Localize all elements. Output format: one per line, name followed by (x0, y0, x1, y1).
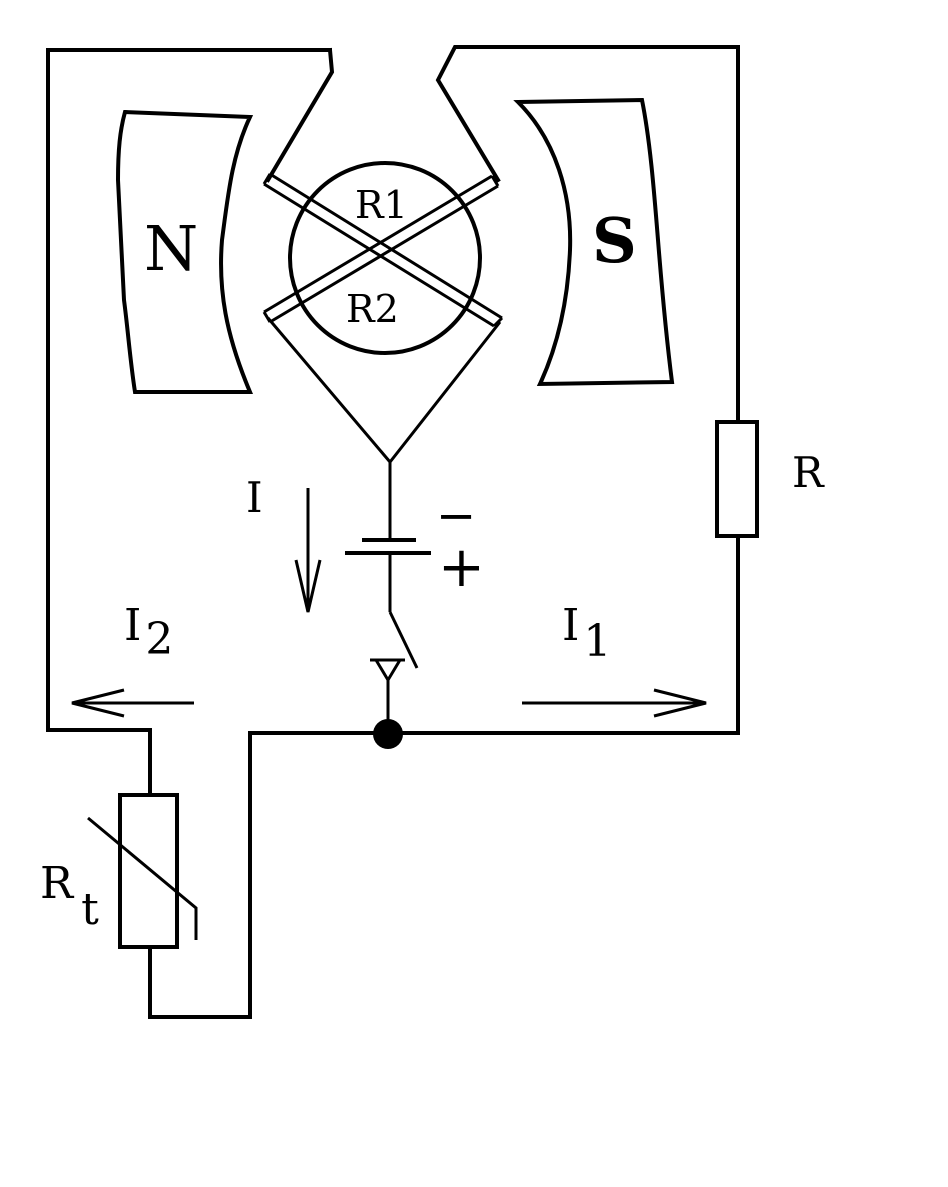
frame-r2-label: R2 (346, 287, 399, 331)
current-i-label: I (246, 473, 263, 522)
right-pole-wire (435, 45, 740, 424)
left-outer-wire (46, 48, 332, 797)
junction-node (373, 719, 403, 749)
bottom-return-wire (148, 731, 390, 1019)
thermistor-rt (118, 793, 179, 949)
current-i2-label: I2 (124, 600, 173, 665)
current-i1-label: I1 (562, 600, 611, 667)
current-i1-sub: 1 (583, 616, 611, 667)
resistor-r (715, 420, 759, 538)
right-lower-wire (386, 534, 740, 735)
frame-r2-bar (262, 174, 500, 324)
magnet-south-label: S (592, 204, 637, 277)
battery-minus-label: − (436, 488, 476, 544)
magnet-north-label: N (144, 212, 198, 285)
thermistor-label: Rt (40, 858, 99, 935)
frame-r1-bar (262, 172, 504, 328)
thermistor-slash (87, 816, 198, 940)
current-i-arrow (294, 488, 322, 613)
battery-plus-label: + (438, 535, 485, 600)
current-i2-arrow (71, 688, 194, 718)
resistor-label: R (792, 448, 825, 497)
current-i2-sub: 2 (145, 614, 173, 665)
magnet-south (513, 97, 675, 387)
current-i1-arrow (522, 688, 707, 718)
magnet-north (115, 109, 254, 394)
left-pole-wire (265, 47, 335, 183)
switch-blade (388, 611, 419, 669)
thermistor-label-sub: t (81, 884, 99, 935)
frame-r1-label: R1 (355, 183, 408, 227)
